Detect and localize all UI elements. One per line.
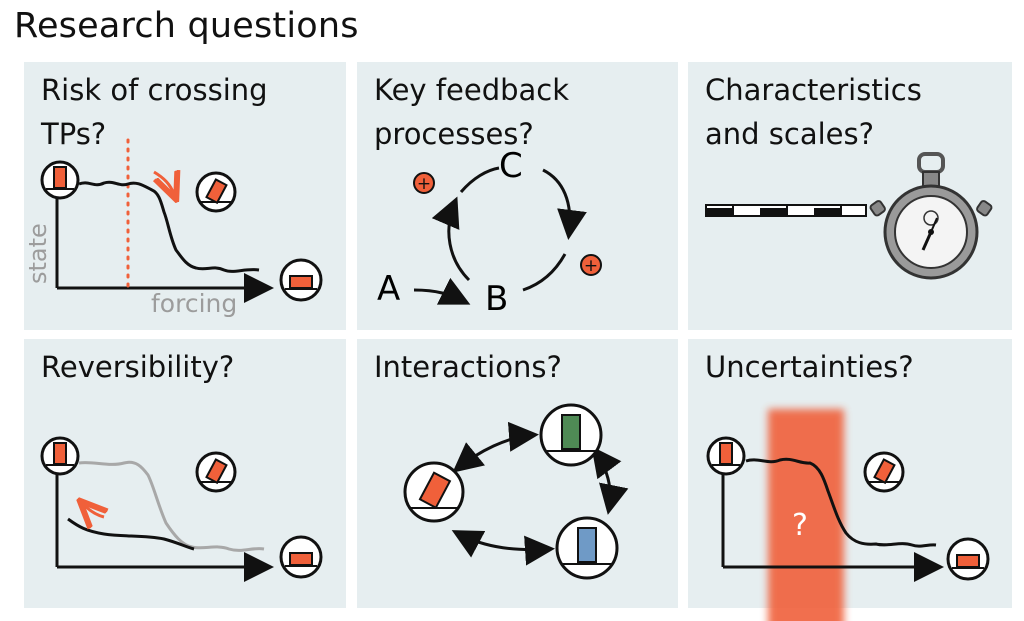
panel-title: Risk of crossing TPs? [41, 73, 268, 151]
upright-block-icon [706, 436, 746, 476]
positive-sign-icon: + [413, 172, 435, 194]
loop-arrow-c-to-b [542, 168, 587, 240]
panel-key-feedback: Key feedback processes? A B C + + [357, 62, 678, 330]
uncertainty-band [768, 409, 844, 621]
node-a: A [377, 269, 400, 309]
panel-title: Key feedback processes? [374, 73, 570, 151]
svg-text:+: + [584, 256, 598, 276]
tipping-block-icon [195, 171, 237, 213]
x-axis-label: forcing [151, 289, 237, 318]
research-questions-grid: Risk of crossing TPs? state forcing [24, 62, 1012, 621]
upright-block-icon [40, 160, 80, 200]
arrow-a-to-b [413, 277, 471, 305]
positive-sign-icon: + [580, 254, 602, 276]
panel-interactions: Interactions? [357, 339, 678, 608]
panel-risk-of-crossing: Risk of crossing TPs? state forcing [24, 62, 346, 330]
scales-diagram [705, 152, 993, 280]
tipping-block-icon [195, 451, 237, 493]
link-blue-orange [451, 530, 555, 566]
link-green-blue [591, 446, 629, 515]
svg-text:+: + [417, 174, 431, 194]
blue-block-icon [555, 516, 619, 580]
stopwatch-icon [869, 152, 993, 280]
fallen-block-icon [946, 537, 990, 581]
loop-arrow-b-to-c [431, 196, 471, 282]
loop-arc-top [459, 166, 500, 193]
panel-characteristics: Characteristics and scales? [688, 62, 1012, 330]
uncertainty-question-mark: ? [792, 508, 808, 543]
y-axis-label: state [24, 223, 52, 284]
panel-title: Characteristics and scales? [705, 73, 922, 151]
reverse-arrow [84, 505, 104, 517]
panel-title: Reversibility? [41, 350, 235, 384]
panel-uncertainties: Uncertainties? ? [688, 339, 1012, 621]
link-orange-green [452, 421, 539, 473]
panel-reversibility: Reversibility? [24, 339, 346, 608]
green-block-icon [539, 403, 603, 467]
state-curve [78, 180, 260, 273]
upright-block-icon [40, 436, 80, 476]
node-b: B [485, 279, 508, 319]
reversibility-diagram [40, 436, 323, 582]
tipping-block-icon [863, 451, 905, 493]
panel-title: Uncertainties? [705, 350, 914, 384]
fallen-block-icon [279, 258, 323, 302]
fallen-block-icon [279, 535, 323, 579]
tipping-block-icon [403, 461, 465, 523]
tipping-arrow [154, 172, 174, 194]
tipping-curve-diagram: state forcing [24, 138, 323, 318]
forward-curve [78, 460, 265, 552]
loop-arc-bottom [522, 253, 567, 292]
uncertainty-diagram: ? [706, 409, 990, 621]
scale-bar-icon [705, 204, 867, 217]
panel-title: Interactions? [374, 350, 562, 384]
page-title: Research questions [14, 6, 359, 46]
state-curve [745, 457, 937, 548]
feedback-loop-diagram: A B C + + [377, 146, 602, 319]
interactions-diagram [403, 403, 629, 580]
node-c: C [499, 146, 523, 186]
